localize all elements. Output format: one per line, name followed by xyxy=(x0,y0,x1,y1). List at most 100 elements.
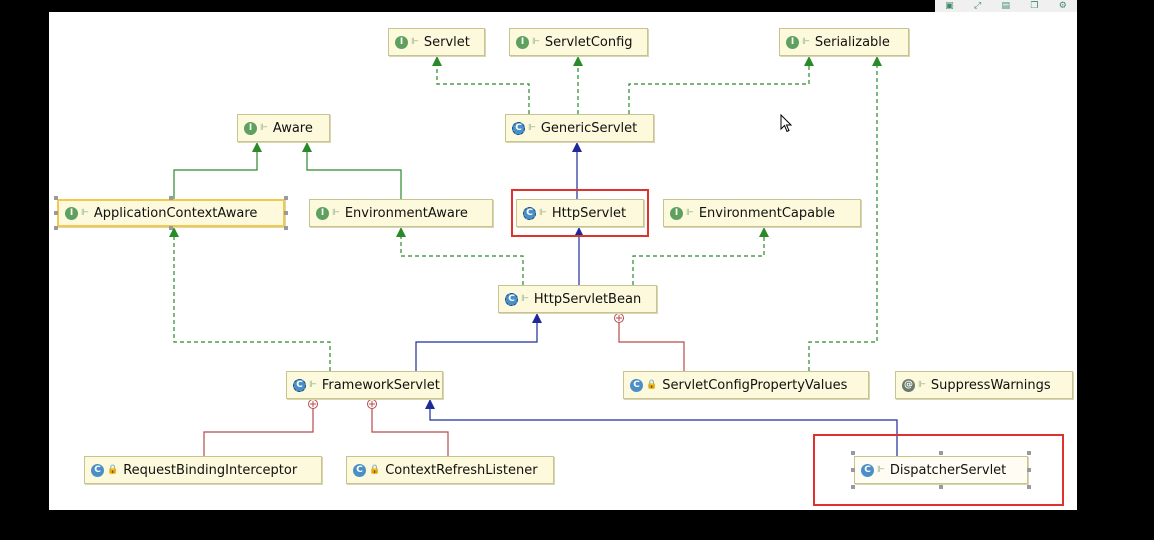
export-icon[interactable]: ▣ xyxy=(945,0,954,11)
settings-icon[interactable]: ⚙ xyxy=(1058,0,1067,11)
highlight-box-dispatcherservlet xyxy=(813,434,1064,506)
node-label: FrameworkServlet xyxy=(321,377,440,393)
node-requestbindinginterceptor[interactable]: C🔒 RequestBindingInterceptor xyxy=(84,456,322,484)
abstract-class-icon: C xyxy=(293,378,306,392)
inner-class-marker-cross xyxy=(310,401,316,407)
class-icon: C xyxy=(91,463,104,477)
node-aware[interactable]: I⊩Aware xyxy=(237,114,330,142)
edge-servletconfigpropertyvalues-serializable xyxy=(808,56,878,371)
inner-class-marker-cross xyxy=(369,401,375,407)
public-visibility-icon: ⊩ xyxy=(532,37,540,47)
edge-applicationcontextaware-aware xyxy=(173,142,258,199)
node-label: Serializable xyxy=(814,34,890,50)
selection-handle[interactable] xyxy=(1027,451,1031,455)
selection-handle[interactable] xyxy=(54,196,58,200)
node-label: HttpServletBean xyxy=(533,291,642,307)
arrowhead xyxy=(432,56,442,66)
public-visibility-icon: ⊩ xyxy=(686,208,694,218)
public-visibility-icon: ⊩ xyxy=(918,380,926,390)
public-visibility-icon: ⊩ xyxy=(802,37,810,47)
selection-handle[interactable] xyxy=(54,226,58,230)
public-visibility-icon: ⊩ xyxy=(877,465,885,475)
public-visibility-icon: ⊩ xyxy=(521,294,529,304)
node-serializable[interactable]: I⊩Serializable xyxy=(779,28,909,56)
interface-icon: I xyxy=(516,35,529,49)
node-genericservlet[interactable]: C⊩GenericServlet xyxy=(505,114,654,142)
selection-handle[interactable] xyxy=(851,451,855,455)
edge-frameworkservlet-httpservletbean xyxy=(415,313,538,371)
selection-handle[interactable] xyxy=(1027,468,1031,472)
edge-httpservletbean-environmentcapable xyxy=(632,227,765,285)
interface-icon: I xyxy=(670,206,683,220)
arrowhead xyxy=(169,227,179,237)
selection-handle[interactable] xyxy=(284,211,288,215)
node-label: RequestBindingInterceptor xyxy=(123,462,298,478)
node-label: SuppressWarnings xyxy=(930,377,1051,393)
selection-handle[interactable] xyxy=(284,196,288,200)
node-label: ServletConfig xyxy=(544,34,633,50)
copy-icon[interactable]: ❐ xyxy=(1030,0,1039,11)
arrowhead xyxy=(396,227,406,237)
node-environmentcapable[interactable]: I⊩EnvironmentCapable xyxy=(663,199,861,227)
selection-handle[interactable] xyxy=(54,211,58,215)
selection-handle[interactable] xyxy=(851,468,855,472)
public-visibility-icon: ⊩ xyxy=(309,380,317,390)
selection-handle[interactable] xyxy=(284,226,288,230)
arrowhead xyxy=(804,56,814,66)
selection-handle[interactable] xyxy=(1027,485,1031,489)
highlight-box-httpservlet xyxy=(511,189,649,237)
private-visibility-icon: 🔒 xyxy=(107,465,119,475)
expand-icon[interactable]: ⤢ xyxy=(973,0,982,11)
arrowhead xyxy=(572,142,582,152)
private-visibility-icon: 🔒 xyxy=(369,465,381,475)
arrowhead xyxy=(573,56,583,66)
node-applicationcontextaware[interactable]: I⊩ApplicationContextAware xyxy=(57,199,285,227)
node-servletconfigpropertyvalues[interactable]: C🔒ServletConfigPropertyValues xyxy=(623,371,869,399)
abstract-class-icon: C xyxy=(512,121,525,135)
node-httpservlet[interactable]: C⊩HttpServlet xyxy=(516,199,644,227)
node-label: Servlet xyxy=(423,34,470,50)
selection-handle[interactable] xyxy=(169,226,173,230)
arrowhead xyxy=(252,142,262,152)
class-icon: C xyxy=(630,378,643,392)
inner-class-marker-cross xyxy=(616,315,622,321)
public-visibility-icon: ⊩ xyxy=(411,37,419,47)
edge-contextrefreshlistener-frameworkservlet xyxy=(371,399,449,456)
interface-icon: I xyxy=(316,206,329,220)
arrowhead xyxy=(302,142,312,152)
edge-genericservlet-servlet xyxy=(436,56,530,114)
arrowhead xyxy=(532,313,542,323)
mouse-cursor-icon xyxy=(780,114,793,133)
edge-requestbindinginterceptor-frameworkservlet xyxy=(203,399,314,456)
node-label: ApplicationContextAware xyxy=(93,205,258,221)
node-environmentaware[interactable]: I⊩EnvironmentAware xyxy=(309,199,493,227)
abstract-class-icon: C xyxy=(523,206,536,220)
class-icon: C xyxy=(861,463,874,477)
node-dispatcherservlet[interactable]: C⊩ DispatcherServlet xyxy=(854,456,1028,484)
abstract-class-icon: C xyxy=(505,292,518,306)
selection-handle[interactable] xyxy=(169,196,173,200)
node-contextrefreshlistener[interactable]: C🔒ContextRefreshListener xyxy=(346,456,554,484)
diagram-toolbar: ▣ ⤢ ▤ ❐ ⚙ xyxy=(935,0,1077,12)
arrowhead xyxy=(574,227,584,237)
node-servletconfig[interactable]: I⊩ ServletConfig xyxy=(509,28,648,56)
interface-icon: I xyxy=(65,206,78,220)
interface-icon: I xyxy=(244,121,257,135)
selection-handle[interactable] xyxy=(851,485,855,489)
public-visibility-icon: ⊩ xyxy=(260,123,268,133)
public-visibility-icon: ⊩ xyxy=(332,208,340,218)
selection-handle[interactable] xyxy=(939,451,943,455)
node-frameworkservlet[interactable]: C⊩ FrameworkServlet xyxy=(286,371,443,399)
public-visibility-icon: ⊩ xyxy=(539,208,547,218)
node-httpservletbean[interactable]: C⊩ HttpServletBean xyxy=(498,285,657,313)
arrowhead xyxy=(425,399,435,409)
save-icon[interactable]: ▤ xyxy=(1001,0,1011,11)
private-visibility-icon: 🔒 xyxy=(646,380,658,390)
edge-frameworkservlet-applicationcontextaware xyxy=(173,227,331,371)
node-suppresswarnings[interactable]: @⊩SuppressWarnings xyxy=(895,371,1073,399)
node-label: DispatcherServlet xyxy=(889,462,1007,478)
selection-handle[interactable] xyxy=(939,485,943,489)
node-label: GenericServlet xyxy=(540,120,638,136)
node-servlet[interactable]: I⊩Servlet xyxy=(388,28,485,56)
